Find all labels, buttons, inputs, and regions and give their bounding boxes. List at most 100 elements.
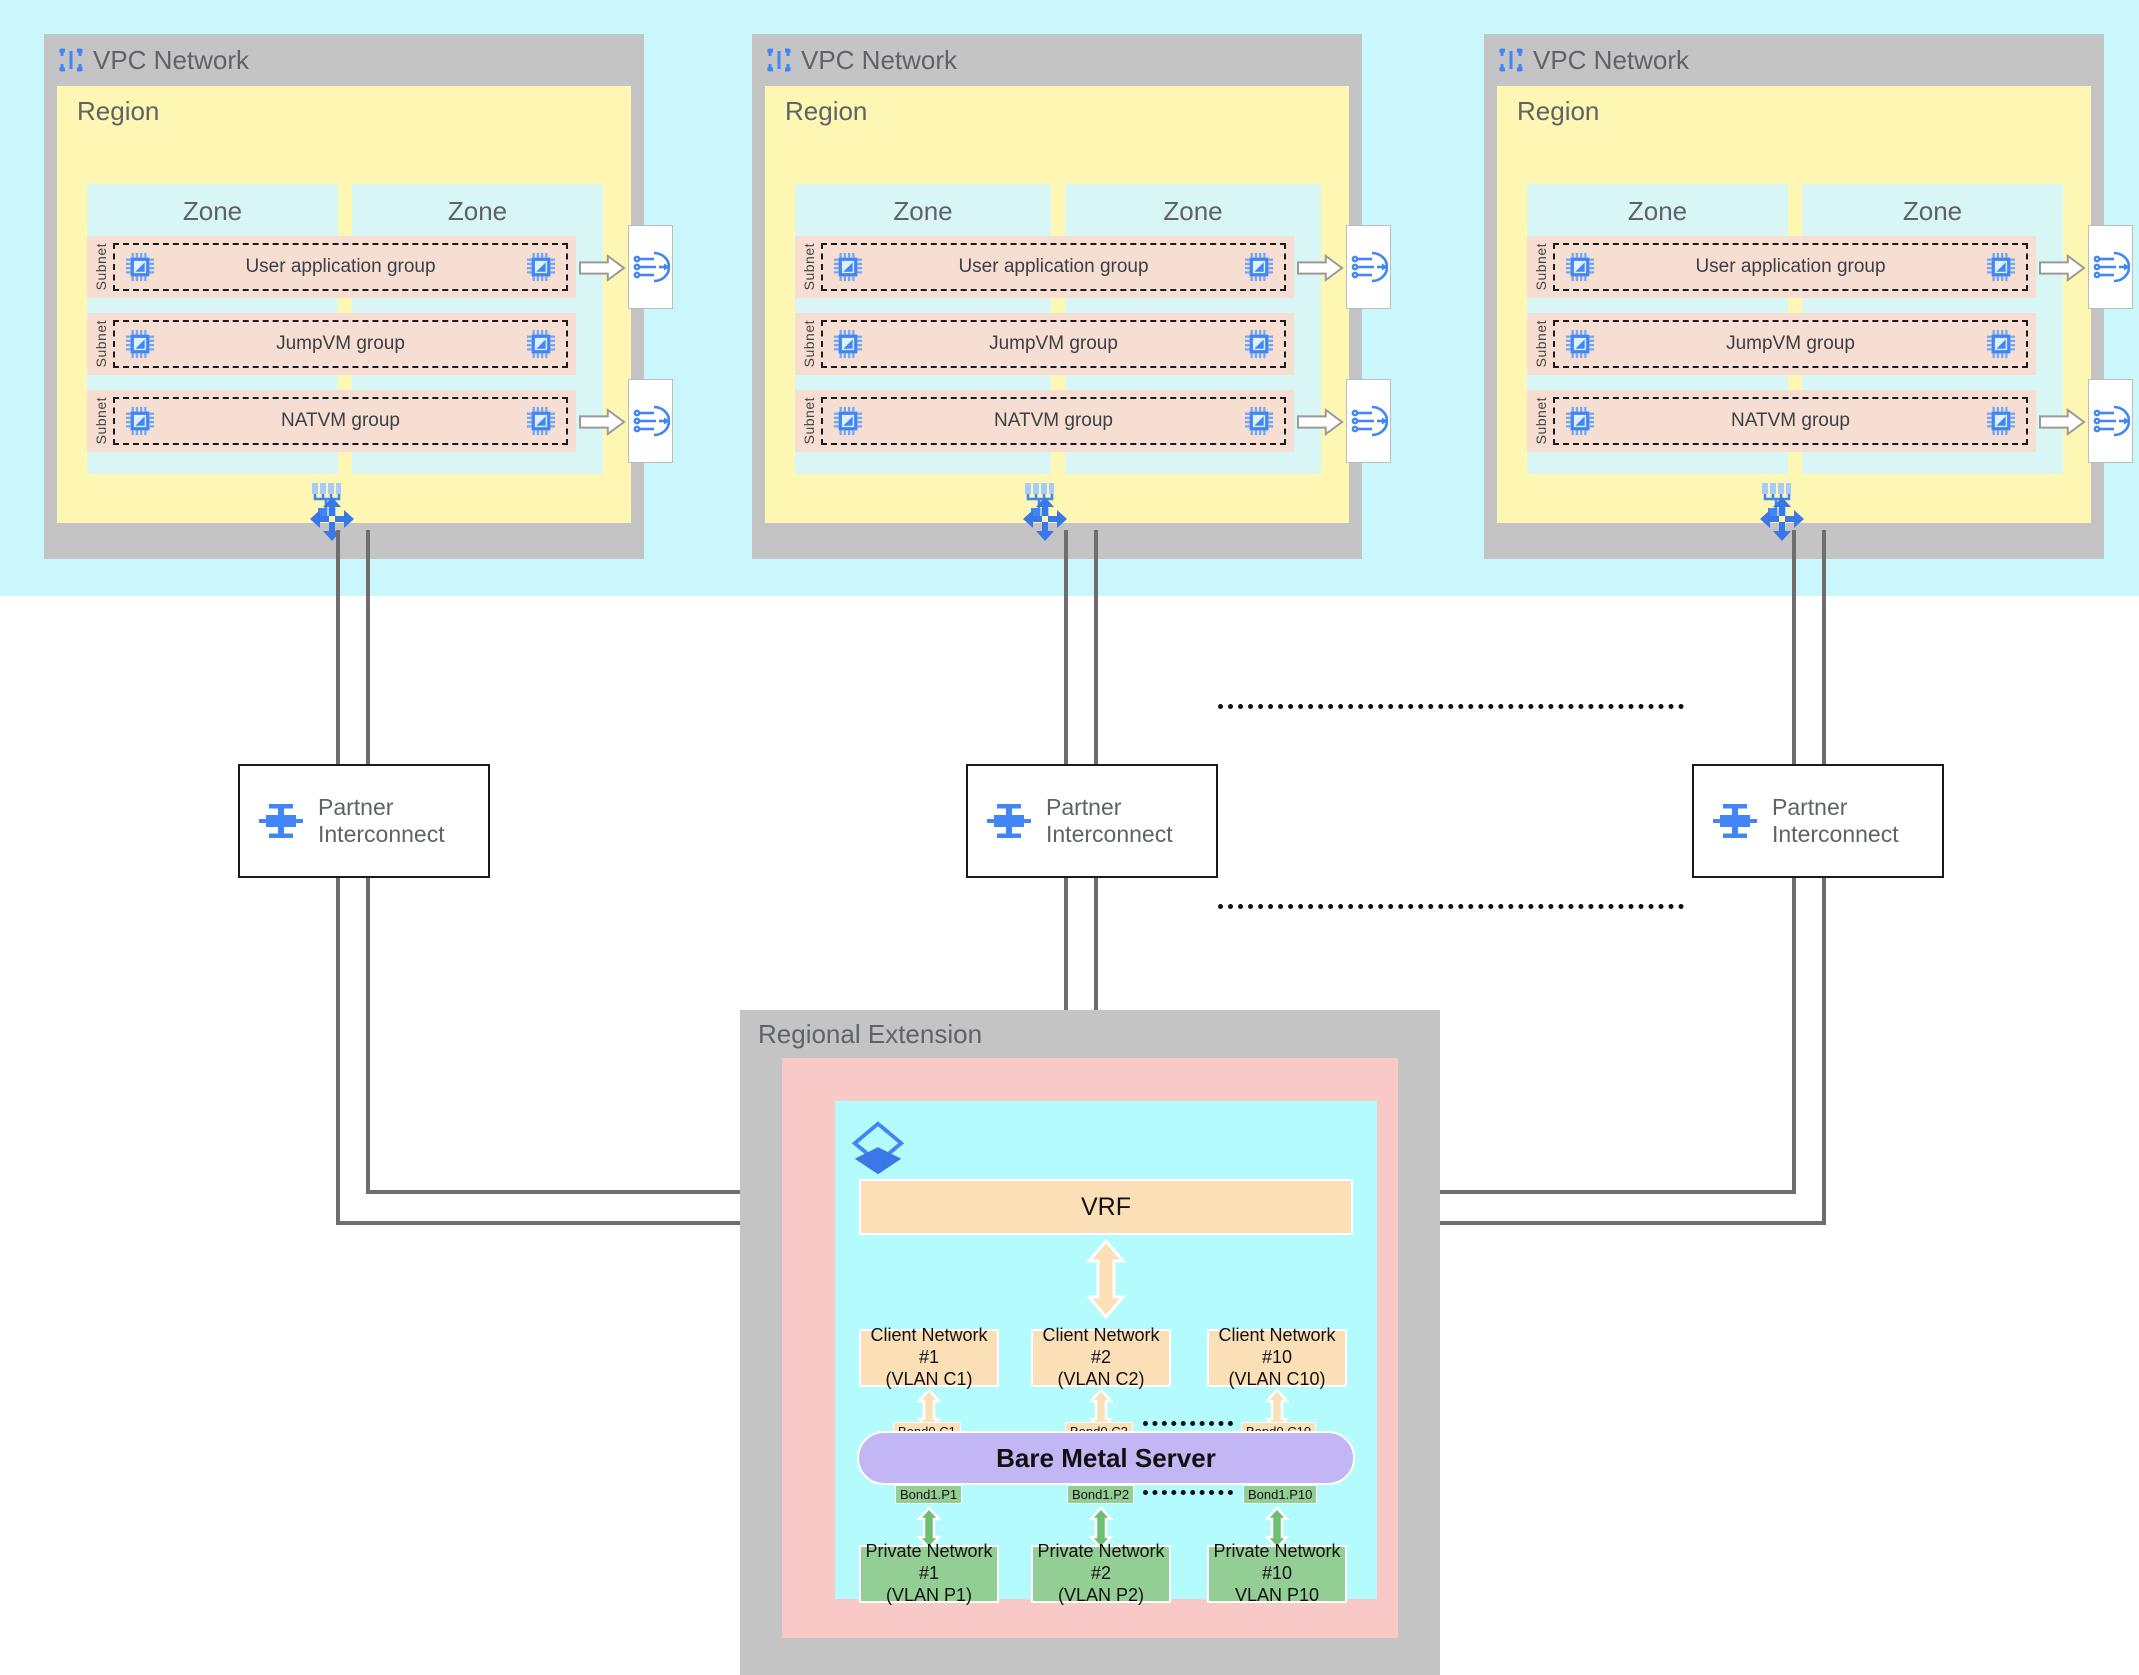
cloud-router-icon-1[interactable] — [309, 496, 355, 542]
private-bond-label-3: Bond1.P10 — [1243, 1485, 1318, 1504]
link-pic1-to-vrf-a — [366, 1190, 859, 1194]
vm-group-2-2[interactable]: JumpVM group — [821, 320, 1286, 368]
link-vpc1-to-pic-b — [366, 530, 370, 764]
client-network-1[interactable]: Client Network #1(VLAN C1) — [859, 1325, 999, 1389]
vm-group-3-1[interactable]: User application group — [1553, 243, 2028, 291]
vpc-network-header-1: VPC Network — [44, 34, 644, 86]
vm-instance-icon — [1565, 252, 1595, 282]
cloud-router-icon-2[interactable] — [1022, 496, 1068, 542]
subnet-to-gateway-arrow-2-3 — [1296, 408, 1344, 436]
vm-instance-icon — [1986, 406, 2016, 436]
bare-metal-server[interactable]: Bare Metal Server — [857, 1431, 1355, 1485]
regional-extension-label: Regional Extension — [758, 1019, 983, 1049]
link-vpc3-to-pic-a — [1792, 530, 1796, 764]
private-bond-label-1: Bond1.P1 — [895, 1485, 963, 1504]
subnet-2-1: Subnet User application group — [795, 236, 1294, 298]
subnet-to-gateway-arrow-2-1 — [1296, 254, 1344, 282]
link-pic1-down-b — [366, 878, 370, 1190]
client-network-line2: (VLAN C10) — [1228, 1368, 1326, 1389]
subnet-tag: Subnet — [93, 243, 109, 291]
vm-instance-icon — [833, 252, 863, 282]
link-pic1-down-a — [336, 878, 340, 1221]
interconnect-icon — [986, 801, 1032, 841]
private-network-line2: #10 — [1261, 1563, 1293, 1584]
layers-icon — [847, 1118, 909, 1180]
subnet-to-gateway-arrow-3-3 — [2038, 408, 2086, 436]
cloud-router-icon-3[interactable] — [1759, 496, 1805, 542]
client-network-3[interactable]: Client Network #10(VLAN C10) — [1207, 1325, 1347, 1389]
nat-gateway-3-3[interactable] — [2088, 379, 2133, 463]
subnet-to-gateway-arrow-1-3 — [578, 408, 626, 436]
vm-group-3-3[interactable]: NATVM group — [1553, 397, 2028, 445]
subnet-3-1: Subnet User application group — [1527, 236, 2036, 298]
subnet-tag: Subnet — [93, 320, 109, 368]
nat-gateway-1-3[interactable] — [628, 379, 673, 463]
private-network-1[interactable]: Private Network #1(VLAN P1) — [859, 1541, 999, 1605]
vpc-network-icon — [58, 47, 84, 73]
vm-group-label: JumpVM group — [1726, 333, 1855, 354]
private-network-line3: VLAN P10 — [1234, 1584, 1320, 1605]
client-network-line1: Client Network #10 — [1218, 1325, 1336, 1368]
nat-gateway-2-1[interactable] — [1346, 225, 1391, 309]
subnet-2-2: Subnet JumpVM group — [795, 313, 1294, 375]
subnet-tag: Subnet — [1533, 243, 1549, 291]
nat-gateway-icon — [632, 250, 670, 284]
nat-gateway-icon — [2092, 250, 2130, 284]
vm-instance-icon — [1244, 329, 1274, 359]
region-label: Region — [77, 96, 160, 126]
vpc-network-icon — [1498, 47, 1524, 73]
nat-gateway-2-3[interactable] — [1346, 379, 1391, 463]
vm-group-1-3[interactable]: NATVM group — [113, 397, 568, 445]
partner-interconnect-line2: Interconnect — [1772, 821, 1899, 847]
dotted-separator-bottom — [1218, 904, 1684, 909]
subnet-1-2: Subnet JumpVM group — [87, 313, 576, 375]
link-pic3-to-vrf-a — [1321, 1190, 1796, 1194]
region-label: Region — [1517, 96, 1600, 126]
link-pic3-down-a — [1792, 878, 1796, 1190]
subnet-1-3: Subnet NATVM group — [87, 390, 576, 452]
client-network-line2: (VLAN C1) — [885, 1368, 973, 1389]
vm-group-3-2[interactable]: JumpVM group — [1553, 320, 2028, 368]
vm-group-1-2[interactable]: JumpVM group — [113, 320, 568, 368]
client-network-2[interactable]: Client Network #2(VLAN C2) — [1031, 1325, 1171, 1389]
private-network-2[interactable]: Private Network #2(VLAN P2) — [1031, 1541, 1171, 1605]
zone-label: Zone — [447, 196, 508, 226]
vm-instance-icon — [125, 329, 155, 359]
vrf-box[interactable]: VRF — [859, 1179, 1353, 1235]
vm-group-1-1[interactable]: User application group — [113, 243, 568, 291]
zone-label: Zone — [893, 196, 953, 226]
bare-metal-server-label: Bare Metal Server — [996, 1442, 1216, 1473]
link-pic3-to-vrf-b — [1321, 1221, 1826, 1225]
nat-gateway-icon — [2092, 404, 2130, 438]
private-bond-dotted-continuation — [1143, 1490, 1233, 1495]
client-network-line1: Client Network #1 — [870, 1325, 988, 1368]
vm-instance-icon — [1565, 329, 1595, 359]
nat-gateway-3-1[interactable] — [2088, 225, 2133, 309]
nat-gateway-1-1[interactable] — [628, 225, 673, 309]
dotted-separator-top — [1218, 704, 1684, 709]
vm-group-2-3[interactable]: NATVM group — [821, 397, 1286, 445]
vm-group-2-1[interactable]: User application group — [821, 243, 1286, 291]
subnet-to-gateway-arrow-3-1 — [2038, 254, 2086, 282]
vm-group-label: User application group — [1695, 256, 1886, 277]
interconnect-icon — [258, 801, 304, 841]
link-vpc1-to-pic-a — [336, 530, 340, 764]
client-bond-dotted-continuation — [1143, 1421, 1233, 1426]
subnet-tag: Subnet — [801, 320, 817, 368]
subnet-tag: Subnet — [1533, 320, 1549, 368]
vm-group-label: JumpVM group — [276, 333, 405, 354]
vm-group-label: User application group — [958, 256, 1149, 277]
link-pic3-down-b — [1822, 878, 1826, 1221]
private-network-line2: (VLAN P2) — [1057, 1584, 1145, 1605]
subnet-to-gateway-arrow-1-1 — [578, 254, 626, 282]
link-pic1-to-vrf-b — [336, 1221, 859, 1225]
